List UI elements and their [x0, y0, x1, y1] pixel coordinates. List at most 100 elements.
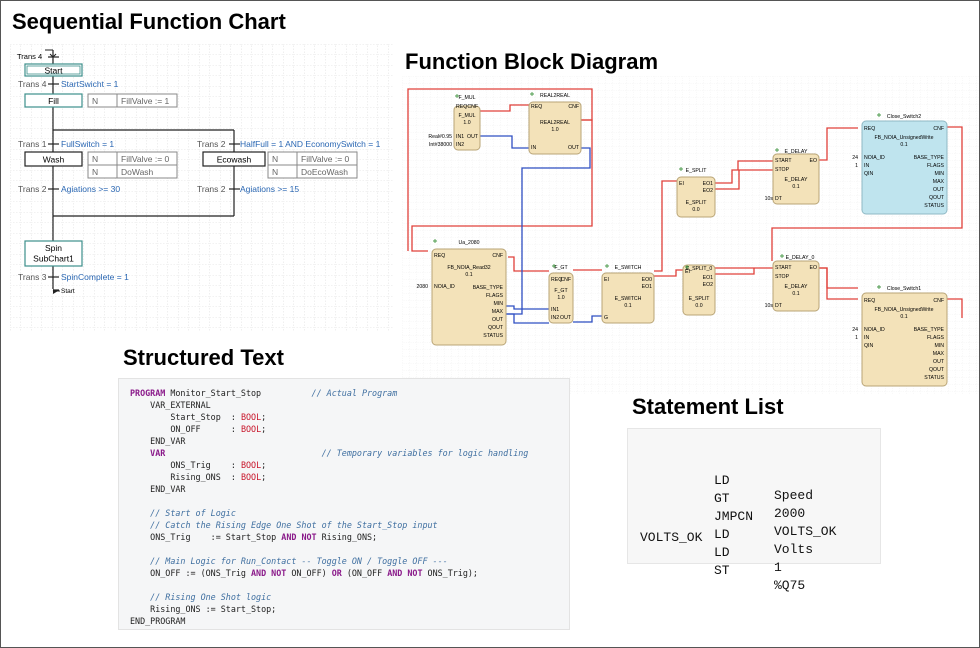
fbd-port: EO1 — [703, 275, 713, 281]
il-heading: Statement List — [632, 394, 784, 419]
fbd-constant: Real#0.95 — [428, 134, 452, 140]
sfc-action-qualifier: N — [272, 167, 278, 177]
fbd-block-version: 0.0 — [692, 207, 699, 213]
sfc-step-wash[interactable]: Wash — [24, 151, 83, 167]
fbd-port: EI — [604, 277, 609, 283]
sfc-transition[interactable]: Trans 4 StartSwicht = 1 — [18, 79, 119, 89]
st-comment: // Actual Program — [311, 388, 398, 398]
il-operator: ST — [714, 563, 730, 578]
fbd-block-version: 0.0 — [695, 303, 702, 309]
fbd-port: CNF — [492, 253, 503, 259]
sfc-transition-condition: StartSwicht = 1 — [61, 79, 119, 89]
sfc-transition-condition: FullSwitch = 1 — [61, 139, 114, 149]
fbd-block-type: E_DELAY — [785, 177, 809, 183]
sfc-transition[interactable]: Trans 2 Agiations >= 15 — [197, 184, 299, 194]
il-row: LD Volts — [628, 497, 813, 557]
st-keyword: PROGRAM — [130, 388, 166, 398]
fbd-port: IN — [864, 335, 869, 341]
sfc-action-text: DoEcoWash — [301, 167, 348, 177]
fbd-block-edelay0[interactable]: E_DELAY_0 E_DELAY 0.1 START STOP DT EO 1… — [765, 255, 820, 312]
fbd-block-version: 1.0 — [463, 120, 470, 126]
fbd-diagram: F_MUL F_MUL 1.0 REQ IN1 IN2 CNF OUT Real… — [402, 76, 979, 399]
fbd-port: DT — [775, 303, 783, 309]
st-keyword: AND NOT — [251, 568, 287, 578]
st-keyword: AND NOT — [387, 568, 423, 578]
il-operand: VOLTS_OK — [774, 524, 837, 539]
il-operator: LD — [714, 545, 730, 560]
fbd-block-version: 1.0 — [551, 127, 558, 133]
sfc-transition[interactable]: Trans 2 HalfFull = 1 AND EconomySwitch =… — [197, 139, 381, 149]
fbd-instance-name: REAL2REAL — [540, 93, 570, 99]
fbd-port: START — [775, 265, 792, 271]
sfc-transition-label: Trans 1 — [18, 139, 47, 149]
fbd-port: START — [775, 158, 792, 164]
fbd-expand-icons — [433, 92, 881, 289]
fbd-constant: 10s — [765, 303, 774, 309]
fbd-port: G — [604, 315, 608, 321]
fbd-block-esplit[interactable]: E_SPLIT E_SPLIT 0.0 EI EO1 EO2 — [676, 168, 716, 218]
fbd-block-close-switch1[interactable]: Close_Switch1 FB_NOIA_UnsignedWrite 0.1 … — [852, 286, 948, 387]
fbd-port: CNF — [467, 104, 478, 110]
st-heading: Structured Text — [123, 345, 284, 370]
sfc-top-label: Trans 4 — [17, 52, 42, 61]
fbd-block-fgt[interactable]: F_GT F_GT 1.0 REQ IN1 IN2 CNF OUT — [548, 265, 574, 324]
sfc-action-qualifier: N — [92, 167, 98, 177]
fbd-constant: 24 — [852, 327, 858, 333]
fbd-block-edelay[interactable]: E_DELAY E_DELAY 0.1 START STOP DT EO 10s — [765, 149, 820, 205]
fbd-port: NOIA_ID — [864, 155, 885, 161]
fbd-port: IN — [864, 163, 869, 169]
fbd-block-version: 0.1 — [624, 303, 631, 309]
fbd-port: REQ — [456, 104, 467, 110]
st-type: BOOL — [240, 472, 262, 482]
sfc-step-wash-label: Wash — [43, 155, 65, 165]
fbd-block-version: 0.1 — [792, 184, 799, 190]
st-keyword: OR — [331, 568, 342, 578]
sfc-step-fill[interactable]: Fill — [24, 93, 83, 108]
st-code-text: ONS_Trig); — [422, 568, 478, 578]
statement-list-panel: LD Speed GT 2000 JMPCN VOLTS_OK LD Volts… — [627, 428, 881, 593]
fbd-block-version: 0.1 — [465, 272, 472, 278]
sfc-transition-label: Trans 2 — [197, 184, 226, 194]
sfc-step-spin-label: Spin — [45, 243, 62, 253]
st-code-text: ONS_Trig : — [170, 460, 241, 470]
fbd-port: MAX — [933, 351, 945, 357]
sfc-transition[interactable]: Trans 1 FullSwitch = 1 — [18, 139, 114, 149]
fbd-block-version: 0.1 — [792, 291, 799, 297]
sfc-transition-condition: Agiations >= 15 — [240, 184, 299, 194]
sfc-step-spin[interactable]: Spin SubChart1 — [24, 240, 83, 267]
il-row: VOLTS_OK LD 1 — [628, 515, 782, 575]
st-code-text: ; — [261, 424, 267, 434]
fbd-block-type: F_GT — [554, 288, 568, 294]
st-keyword: AND NOT — [281, 532, 317, 542]
fbd-block-close-switch2[interactable]: Close_Switch2 FB_NOIA_UnsignedWrite 0.1 … — [852, 114, 948, 215]
sfc-step-start[interactable]: Start — [24, 63, 83, 77]
fbd-instance-name: E_SWITCH — [615, 265, 642, 271]
st-comment: // Start of Logic — [150, 508, 236, 518]
fbd-port: STATUS — [483, 333, 503, 339]
fbd-port: EO1 — [703, 181, 713, 187]
sfc-transition[interactable]: Trans 3 SpinComplete = 1 — [18, 272, 129, 282]
sfc-step-ecowash[interactable]: Ecowash — [202, 151, 266, 167]
il-operator: LD — [714, 527, 730, 542]
fbd-port: FLAGS — [486, 293, 504, 299]
fbd-block-eswitch[interactable]: E_SWITCH E_SWITCH 0.1 EI G EO0 EO1 — [601, 265, 655, 324]
st-code-text: ; — [261, 412, 267, 422]
il-operand: 2000 — [774, 506, 806, 521]
fbd-block-ua2080[interactable]: Ua_2080 FB_NOIA_Read32 0.1 REQ NOIA_ID 2… — [416, 240, 507, 346]
sfc-action-qualifier: N — [272, 154, 278, 164]
sfc-transition-label: Trans 3 — [18, 272, 47, 282]
sfc-action-qualifier: N — [92, 154, 98, 164]
fbd-block-esplit0[interactable]: E_SPLIT_0 E_SPLIT 0.0 EI EO1 EO2 — [682, 264, 716, 316]
structured-text-code: PROGRAM Monitor_Start_Stop // Actual Pro… — [130, 387, 528, 627]
st-comment: // Catch the Rising Edge One Shot of the… — [150, 520, 438, 530]
st-code-text: END_VAR — [150, 484, 186, 494]
fbd-block-real2real[interactable]: REAL2REAL REAL2REAL 1.0 REQ IN CNF OUT — [528, 93, 582, 155]
fbd-block-fmul[interactable]: F_MUL F_MUL 1.0 REQ IN1 IN2 CNF OUT Real… — [428, 95, 481, 151]
fbd-port: BASE_TYPE — [914, 155, 945, 161]
st-code-text: (ON_OFF — [341, 568, 388, 578]
sfc-transition[interactable]: Trans 2 Agiations >= 30 — [18, 184, 120, 194]
sfc-action-wash: N FillValve := 0 N DoWash — [87, 151, 178, 179]
fbd-port: NOIA_ID — [434, 284, 455, 290]
fbd-port: IN2 — [551, 315, 559, 321]
fbd-port: IN1 — [551, 307, 559, 313]
